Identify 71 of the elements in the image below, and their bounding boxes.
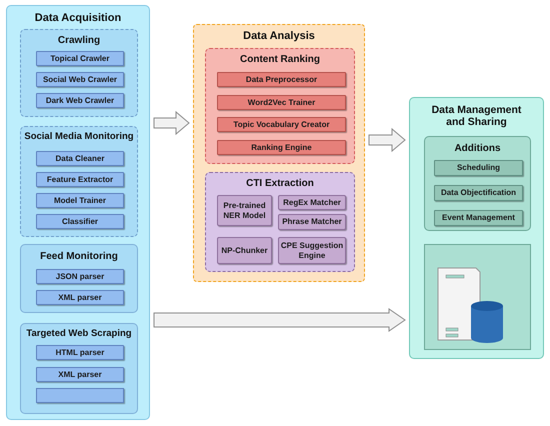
block-arrow (154, 308, 406, 332)
group-heading: Data Analysis (242, 30, 316, 43)
component-label: Dark Web Crawler (46, 96, 114, 106)
section-panel (193, 24, 365, 282)
component-box (36, 93, 124, 108)
component-box (36, 214, 124, 229)
component-label: Data Objectification (440, 188, 516, 198)
group-heading: Targeted Web Scraping (25, 329, 133, 340)
component-box (278, 237, 346, 264)
component-box (217, 95, 346, 110)
group-heading: Feed Monitoring (39, 251, 119, 262)
component-box (36, 172, 124, 187)
component-box (434, 185, 523, 201)
component-box (434, 210, 523, 226)
group-heading: Crawling (56, 35, 102, 46)
group-panel (20, 29, 138, 117)
group-heading: Data Acquisition (34, 12, 122, 25)
group-panel (424, 136, 531, 231)
component-box (217, 72, 346, 87)
component-label: Event Management (442, 213, 515, 223)
component-label: Ranking Engine (251, 142, 312, 152)
component-label: Data Cleaner (56, 154, 104, 164)
component-box (217, 195, 272, 226)
component-box (36, 193, 124, 208)
component-label: XML parser (58, 292, 102, 302)
component-box (36, 51, 124, 66)
component-box (36, 367, 124, 382)
component-label: Word2Vec Trainer (248, 98, 316, 108)
group-heading: Content Ranking (239, 54, 321, 66)
component-label: Pre-trained NER Model (222, 201, 267, 220)
group-panel (20, 244, 138, 313)
component-label: Social Web Crawler (42, 74, 118, 84)
component-label: Model Trainer (54, 196, 106, 206)
section-panel (6, 5, 150, 420)
group-panel (205, 172, 355, 272)
component-box (434, 160, 523, 176)
component-label: Data Preprocessor (246, 74, 318, 84)
group-heading: Data Management and Sharing (430, 104, 522, 128)
component-label: CPE Suggestion Engine (280, 241, 344, 260)
block-arrow (154, 110, 190, 136)
component-label: JSON parser (56, 272, 104, 282)
component-box (36, 388, 124, 403)
component-label: HTML parser (56, 348, 104, 358)
component-box (217, 140, 346, 155)
component-box (36, 151, 124, 166)
block-arrow (368, 128, 406, 152)
section-panel (409, 97, 544, 359)
component-label: XML parser (58, 370, 102, 380)
component-label: Classifier (62, 216, 98, 226)
component-label: NP-Chunker (221, 246, 268, 256)
group-panel (205, 48, 355, 164)
group-panel (20, 126, 138, 237)
group-panel (20, 323, 138, 414)
component-label: RegEx Matcher (283, 198, 341, 208)
component-label: Scheduling (456, 163, 500, 173)
component-label: Feature Extractor (46, 174, 114, 184)
group-heading: Social Media Monitoring (23, 132, 135, 143)
component-box (36, 269, 124, 284)
component-label: Topic Vocabulary Creator (233, 120, 330, 130)
component-label: Phrase Matcher (282, 217, 342, 227)
group-heading: Additions (453, 143, 502, 154)
component-box (278, 214, 346, 230)
component-box (217, 117, 346, 132)
group-panel (424, 244, 531, 350)
component-box (36, 72, 124, 87)
component-box (36, 290, 124, 305)
group-heading: CTI Extraction (245, 178, 315, 190)
component-box (278, 195, 346, 210)
component-box (36, 345, 124, 360)
component-box (217, 237, 272, 264)
component-label: Topical Crawler (50, 54, 110, 64)
